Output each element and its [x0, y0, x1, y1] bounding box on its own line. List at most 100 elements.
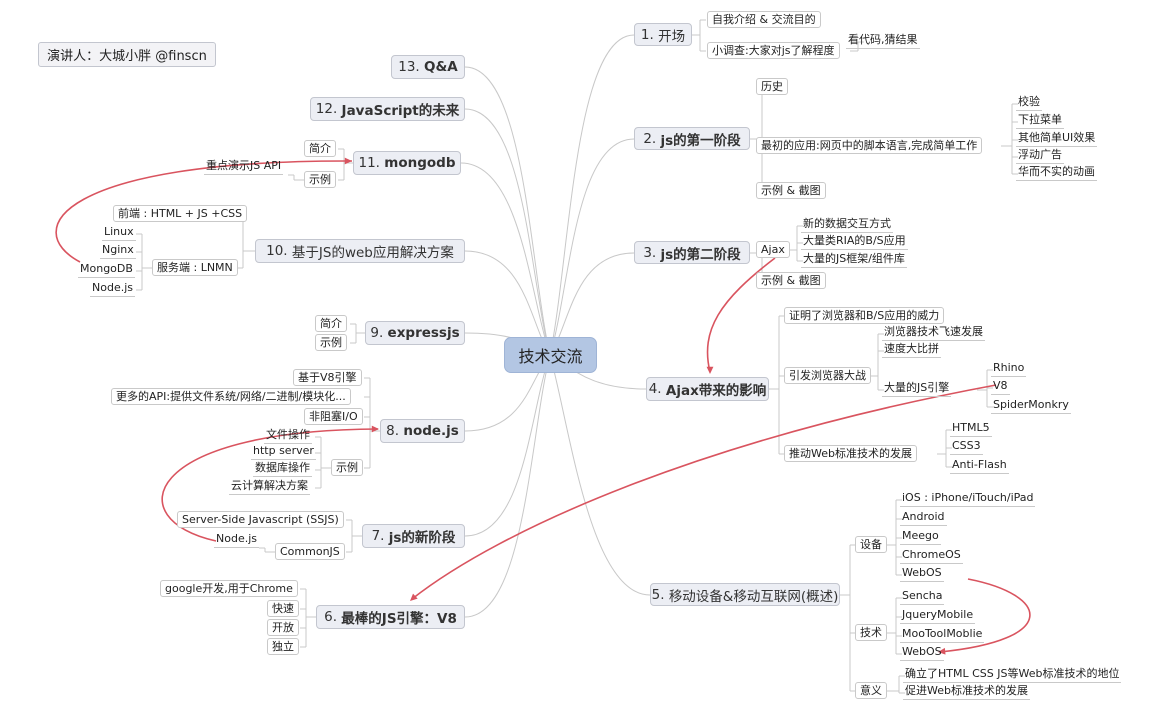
- meaning-leaf[interactable]: 确立了HTML CSS JS等Web标准技术的地位: [903, 667, 1122, 683]
- branch-connector: [692, 19, 706, 52]
- topic-1-child-survey[interactable]: 小调查:大家对js了解程度: [707, 42, 840, 59]
- topic-7-num: 7.: [371, 528, 385, 544]
- branch-connector: [850, 41, 864, 52]
- v8-child-google[interactable]: google开发,用于Chrome: [160, 580, 298, 597]
- topic-9[interactable]: 9. expressjs: [365, 321, 465, 345]
- js-engine-leaf[interactable]: V8: [991, 379, 1010, 395]
- meaning-leaf[interactable]: 促进Web标准技术的发展: [903, 684, 1030, 700]
- solution-child-backend[interactable]: 服务端 : LNMN: [152, 259, 238, 276]
- mongodb-child-example[interactable]: 示例: [304, 171, 336, 188]
- branch-connector: [136, 233, 152, 291]
- device-leaf[interactable]: Meego: [900, 529, 941, 545]
- survey-child-leaf[interactable]: 看代码,猜结果: [846, 33, 920, 49]
- topic-4-child-proof[interactable]: 证明了浏览器和B/S应用的威力: [784, 307, 945, 324]
- express-child-example[interactable]: 示例: [315, 334, 347, 351]
- mobile-tech-leaf[interactable]: WebOS: [900, 645, 944, 661]
- lnmn-leaf[interactable]: Node.js: [90, 281, 135, 297]
- topic-12[interactable]: 12. JavaScript的未来: [310, 97, 465, 121]
- topic-5[interactable]: 5. 移动设备&移动互联网(概述): [650, 583, 840, 606]
- browser-war-leaf[interactable]: 速度大比拼: [882, 342, 941, 358]
- node-child-examples[interactable]: 示例: [331, 459, 363, 476]
- early-app-leaf[interactable]: 浮动广告: [1016, 148, 1064, 164]
- branch-connector: [881, 499, 902, 576]
- standard-leaf[interactable]: Anti-Flash: [950, 458, 1009, 474]
- topic-2[interactable]: 2. js的第一阶段: [634, 127, 750, 150]
- topic-6[interactable]: 6. 最棒的JS引擎：V8: [316, 605, 465, 629]
- standard-leaf[interactable]: CSS3: [950, 439, 983, 455]
- solution-child-frontend[interactable]: 前端 : HTML + JS +CSS: [113, 205, 248, 222]
- early-app-leaf[interactable]: 华而不实的动画: [1016, 165, 1097, 181]
- topic-13-num: 13.: [398, 59, 420, 75]
- lnmn-leaf[interactable]: MongoDB: [78, 262, 135, 278]
- topic-2-child-early-apps[interactable]: 最初的应用:网页中的脚本语言,完成简单工作: [756, 137, 983, 154]
- js-engine-leaf[interactable]: SpiderMonkry: [991, 398, 1071, 414]
- ajax-leaf[interactable]: 大量类RIA的B/S应用: [801, 234, 908, 250]
- ajax-leaf[interactable]: 大量的JS框架/组件库: [801, 252, 907, 268]
- mobile-tech-leaf[interactable]: Sencha: [900, 589, 945, 605]
- mongodb-child-intro[interactable]: 简介: [304, 140, 336, 157]
- standard-leaf[interactable]: HTML5: [950, 421, 992, 437]
- node-child-v8[interactable]: 基于V8引擎: [293, 369, 362, 386]
- express-child-intro[interactable]: 简介: [315, 315, 347, 332]
- relation-arrow-nodejs: [161, 428, 379, 542]
- commonjs-node-leaf[interactable]: Node.js: [214, 532, 259, 548]
- topic-8[interactable]: 8. node.js: [380, 419, 465, 443]
- topic-7[interactable]: 7. js的新阶段: [362, 524, 465, 548]
- topic-4[interactable]: 4. Ajax带来的影响: [646, 377, 769, 401]
- js-engine-leaf[interactable]: Rhino: [991, 361, 1027, 377]
- node-example-leaf[interactable]: 数据库操作: [253, 461, 312, 477]
- device-leaf[interactable]: ChromeOS: [900, 548, 963, 564]
- topic-4-child-web-standards[interactable]: 推动Web标准技术的发展: [784, 445, 917, 462]
- relation-arrowhead: [938, 647, 946, 655]
- v8-child-fast[interactable]: 快速: [267, 600, 299, 617]
- topic-11-num: 11.: [358, 155, 380, 171]
- lnmn-leaf[interactable]: Linux: [102, 225, 136, 241]
- node-child-nonblocking-io[interactable]: 非阻塞I/O: [304, 408, 363, 425]
- device-leaf[interactable]: WebOS: [900, 566, 944, 582]
- node-example-leaf[interactable]: 文件操作: [264, 428, 312, 444]
- node-example-leaf[interactable]: 云计算解决方案: [229, 479, 310, 495]
- mongodb-example-leaf[interactable]: 重点演示JS API: [204, 159, 284, 175]
- topic-10[interactable]: 10. 基于JS的web应用解决方案: [255, 239, 465, 263]
- root-connector: [549, 354, 651, 596]
- topic-5-child-tech[interactable]: 技术: [855, 624, 887, 641]
- node-child-api[interactable]: 更多的API:提供文件系统/网络/二进制/模块化...: [111, 388, 351, 405]
- mobile-tech-leaf[interactable]: JqueryMobile: [900, 608, 976, 624]
- root-topic[interactable]: 技术交流: [504, 337, 597, 373]
- root-connector: [464, 354, 551, 537]
- mobile-tech-leaf[interactable]: MooToolMoblie: [900, 627, 985, 643]
- topic-5-child-devices[interactable]: 设备: [855, 536, 887, 553]
- branch-connector: [338, 148, 353, 181]
- early-app-leaf[interactable]: 校验: [1016, 95, 1042, 111]
- early-app-leaf[interactable]: 下拉菜单: [1016, 113, 1064, 129]
- topic-3-child-ajax[interactable]: Ajax: [756, 241, 790, 258]
- topic-1-child-intro[interactable]: 自我介绍 & 交流目的: [707, 11, 821, 28]
- browser-war-leaf[interactable]: 大量的JS引擎: [882, 381, 952, 397]
- device-leaf[interactable]: iOS : iPhone/iTouch/iPad: [900, 491, 1036, 507]
- topic-2-child-history[interactable]: 历史: [756, 78, 788, 95]
- topic-2-child-examples[interactable]: 示例 & 截图: [756, 182, 826, 199]
- v8-child-open[interactable]: 开放: [267, 619, 299, 636]
- device-leaf[interactable]: Android: [900, 510, 947, 526]
- topic-3-child-examples[interactable]: 示例 & 截图: [756, 272, 826, 289]
- branch-connector: [364, 377, 380, 469]
- topic-7-child-commonjs[interactable]: CommonJS: [275, 543, 345, 560]
- topic-7-child-ssjs[interactable]: Server-Side Javascript (SSJS): [177, 511, 344, 528]
- topic-3[interactable]: 3. js的第二阶段: [634, 241, 750, 264]
- root-connector: [464, 354, 551, 618]
- topic-4-child-browser-war[interactable]: 引发浏览器大战: [784, 367, 871, 384]
- root-connector: [464, 108, 551, 356]
- browser-war-leaf[interactable]: 浏览器技术飞速发展: [882, 325, 985, 341]
- topic-1[interactable]: 1. 开场: [634, 23, 692, 46]
- ajax-leaf[interactable]: 新的数据交互方式: [801, 217, 893, 233]
- node-example-leaf[interactable]: http server: [251, 444, 316, 460]
- early-app-leaf[interactable]: 其他简单UI效果: [1016, 131, 1098, 147]
- lnmn-leaf[interactable]: Nginx: [100, 243, 136, 259]
- speaker-label[interactable]: 演讲人：大城小胖 @finscn: [38, 42, 216, 67]
- topic-11[interactable]: 11. mongodb: [353, 151, 461, 175]
- topic-13[interactable]: 13. Q&A: [391, 55, 465, 79]
- topic-11-title: mongodb: [384, 155, 456, 171]
- v8-child-independent[interactable]: 独立: [267, 638, 299, 655]
- topic-5-child-meaning[interactable]: 意义: [855, 682, 887, 699]
- topic-6-title: 最棒的JS引擎：V8: [341, 611, 457, 627]
